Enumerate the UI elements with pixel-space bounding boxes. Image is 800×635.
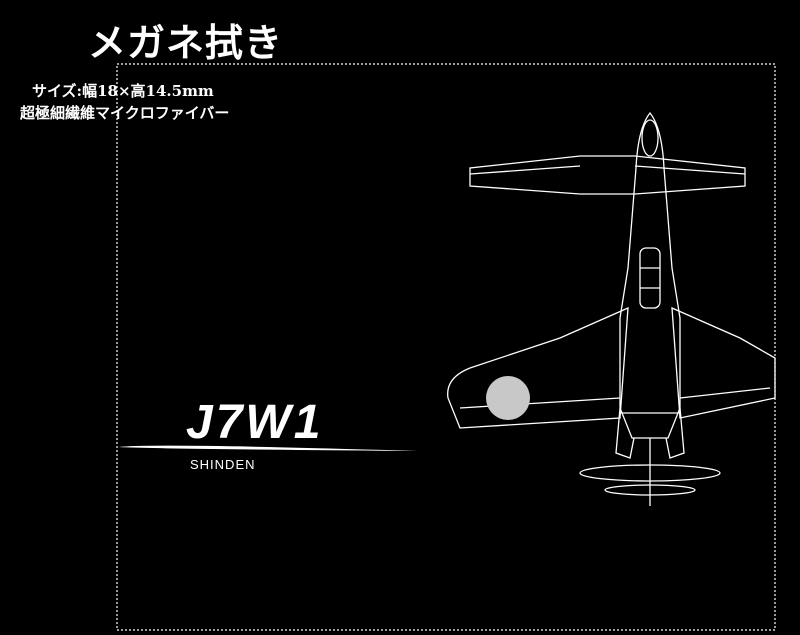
aircraft-line-drawing: [447, 111, 776, 506]
product-title: メガネ拭き: [88, 20, 284, 65]
model-designation: J7W1: [186, 396, 324, 449]
swoosh-line: [118, 445, 418, 451]
cloth-pinked-border: [116, 63, 776, 631]
hinomaru-roundel: [486, 376, 530, 420]
material-spec: 超極細繊維マイクロファイバー: [20, 104, 230, 122]
model-name: SHINDEN: [190, 457, 256, 472]
size-spec: サイズ:幅18×高14.5mm: [32, 82, 214, 100]
